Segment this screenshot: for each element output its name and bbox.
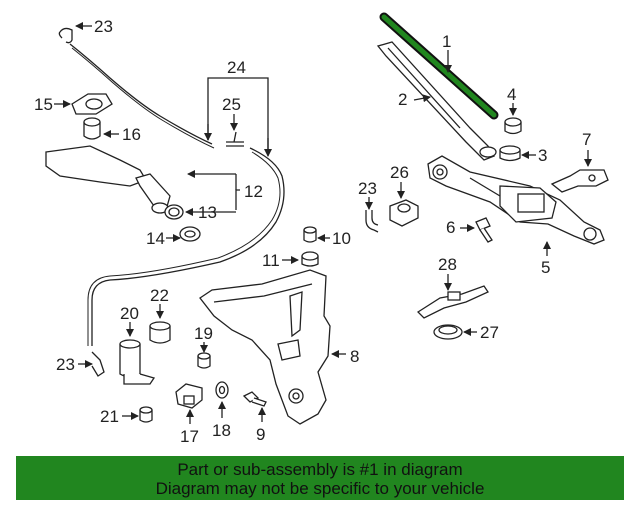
filler-neck-part-12[interactable] — [45, 145, 171, 214]
grommet-part-22[interactable] — [149, 321, 171, 344]
washer-hose-long[interactable] — [91, 147, 285, 346]
bracket-part-28[interactable] — [416, 285, 489, 319]
callout-16: 16 — [122, 125, 141, 144]
leader-2 — [413, 94, 431, 103]
callout-9: 9 — [256, 425, 265, 444]
hose-connector-part-23-top[interactable] — [58, 27, 73, 44]
callout-8: 8 — [350, 347, 359, 366]
leader-24 — [207, 77, 269, 154]
parts-diagram: 1 2 4 3 7 5 6 — [34, 12, 609, 446]
nut-cap-part-3[interactable] — [499, 145, 521, 162]
grommet-part-14[interactable] — [179, 226, 201, 242]
callout-23-right: 23 — [358, 179, 377, 198]
grommet-part-16[interactable] — [83, 117, 101, 140]
hose-connector-part-23-bottom[interactable] — [91, 351, 105, 377]
callout-17: 17 — [180, 427, 199, 446]
bolt-part-6[interactable] — [475, 217, 493, 243]
callout-6: 6 — [446, 218, 455, 237]
washer-reservoir-part-8[interactable] — [199, 269, 331, 425]
grommet-part-19[interactable] — [197, 352, 211, 369]
level-sensor-part-17[interactable] — [175, 383, 203, 409]
wiper-blade-part-1[interactable] — [379, 12, 499, 120]
callout-5: 5 — [541, 258, 550, 277]
hose-connector-part-23-right[interactable] — [365, 210, 379, 233]
cap-part-26[interactable] — [389, 199, 419, 227]
callout-1: 1 — [442, 32, 451, 51]
callout-4: 4 — [507, 85, 516, 104]
callout-28: 28 — [438, 255, 457, 274]
callout-2: 2 — [398, 90, 407, 109]
callout-15: 15 — [34, 95, 53, 114]
cap-part-11[interactable] — [301, 251, 319, 267]
callout-12: 12 — [244, 182, 263, 201]
callout-20: 20 — [120, 304, 139, 323]
callout-19: 19 — [194, 324, 213, 343]
callout-23-top: 23 — [94, 17, 113, 36]
bracket-part-7[interactable] — [550, 169, 609, 193]
washer-hose-upper[interactable] — [69, 43, 213, 145]
bolt-part-9[interactable] — [242, 391, 267, 407]
callout-10: 10 — [332, 229, 351, 248]
washer-pump-part-20[interactable] — [119, 339, 156, 385]
cap-part-4[interactable] — [504, 117, 522, 135]
leader-12 — [235, 189, 240, 210]
callout-22: 22 — [150, 286, 169, 305]
callout-27: 27 — [480, 323, 499, 342]
wiper-linkage-part-5[interactable] — [427, 155, 605, 245]
cover-part-27[interactable] — [433, 324, 463, 340]
banner-line-2: Diagram may not be specific to your vehi… — [155, 479, 485, 498]
callout-7: 7 — [582, 130, 591, 149]
banner-line-1: Part or sub-assembly is #1 in diagram — [177, 460, 463, 479]
wiper-arm-part-2[interactable] — [376, 41, 497, 161]
seal-part-18[interactable] — [215, 381, 229, 399]
callout-14: 14 — [146, 229, 165, 248]
seal-part-15[interactable] — [71, 93, 113, 115]
callout-24: 24 — [227, 58, 246, 77]
callout-26: 26 — [390, 163, 409, 182]
callout-21: 21 — [100, 407, 119, 426]
callout-25: 25 — [222, 95, 241, 114]
callout-18: 18 — [212, 421, 231, 440]
grommet-part-21[interactable] — [139, 406, 153, 423]
callout-11: 11 — [262, 251, 280, 270]
info-banner: Part or sub-assembly is #1 in diagram Di… — [16, 456, 624, 500]
o-ring-part-13[interactable] — [164, 204, 184, 220]
grommet-part-10[interactable] — [303, 226, 317, 243]
connector-part-25[interactable] — [226, 131, 244, 147]
callout-23-bottom: 23 — [56, 355, 75, 374]
callout-3: 3 — [538, 146, 547, 165]
